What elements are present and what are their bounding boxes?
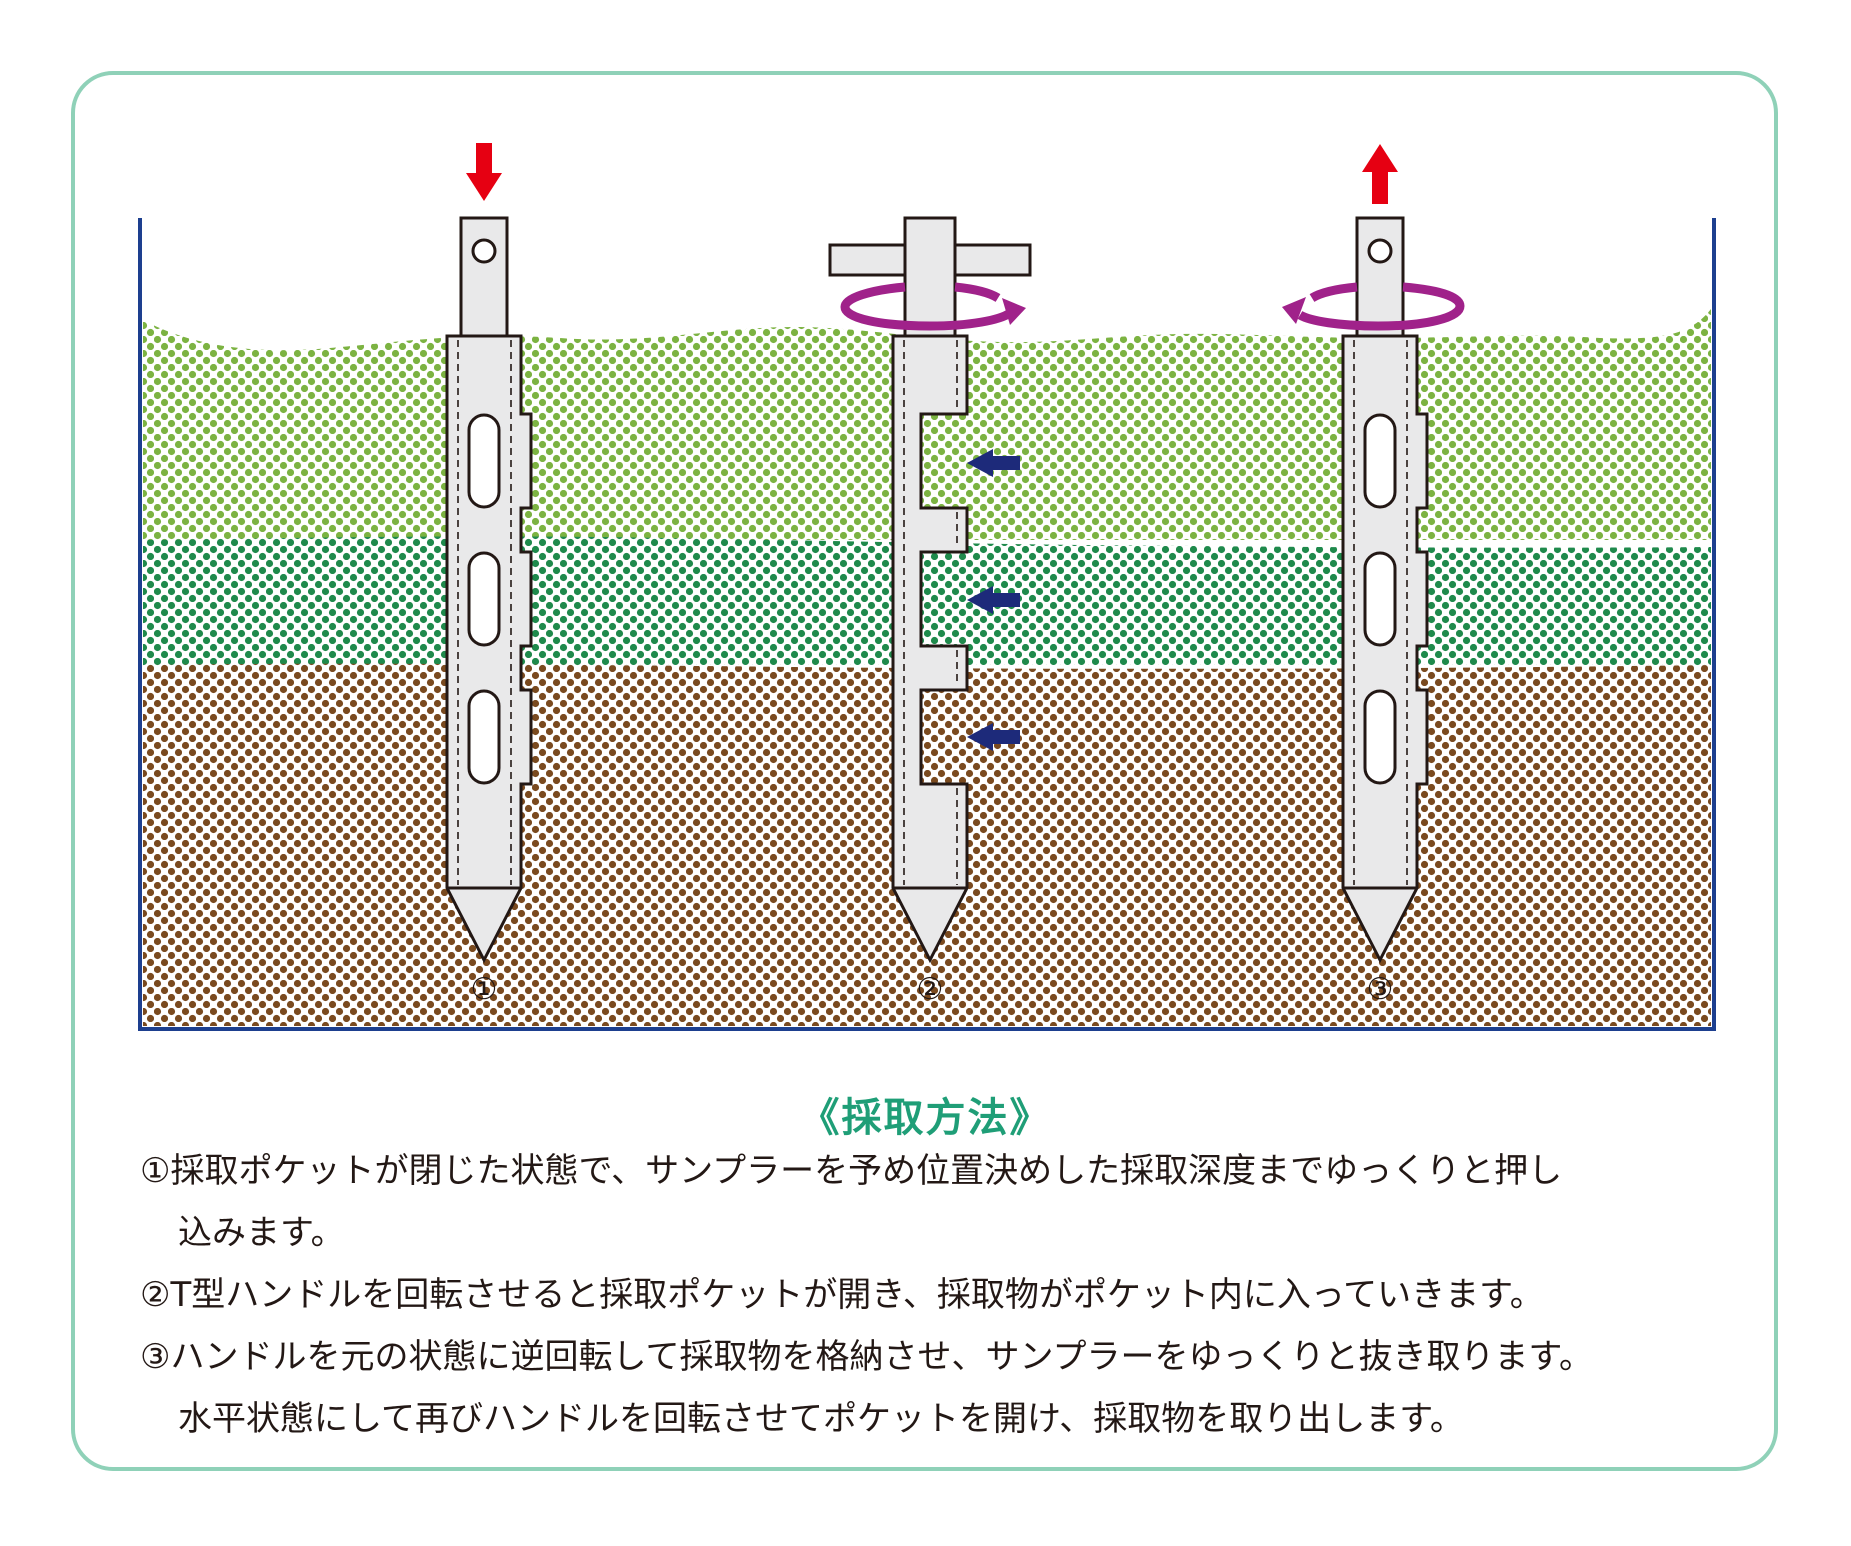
method-step-1: ①採取ポケットが閉じた状態で、サンプラーを予め位置決めした採取深度までゆっくりと…: [140, 1140, 1760, 1264]
sampler-2: [828, 216, 1032, 964]
sampler-3-label: ③: [1367, 972, 1394, 1007]
sampler-1-label: ①: [471, 972, 498, 1007]
left-arrow-icon: [967, 586, 1020, 614]
method-step-1-line2: 込みます。: [178, 1213, 345, 1253]
rotation-arrow-icon: [1282, 282, 1465, 331]
sampler-1-slot-3: [467, 689, 501, 785]
sampler-2-body: [891, 334, 969, 964]
sampler-3-slot-3: [1363, 689, 1397, 785]
sampler-3: [1341, 216, 1429, 964]
left-arrow-icon: [967, 723, 1020, 751]
method-title: 《採取方法》: [799, 1095, 1052, 1141]
method-step-3-line1: ③ハンドルを元の状態に逆回転して採取物を格納させ、サンプラーをゆっくりと抜き取り…: [140, 1337, 1594, 1377]
left-arrow-icon: [967, 449, 1020, 477]
rotation-arrow-icon: [840, 282, 1026, 331]
sampler-3-shaft: [1355, 216, 1405, 338]
sampler-1-shaft: [459, 216, 509, 338]
method-step-1-line1: ①採取ポケットが閉じた状態で、サンプラーを予め位置決めした採取深度までゆっくりと…: [140, 1151, 1563, 1191]
down-arrow-icon: [466, 143, 502, 201]
method-steps: ①採取ポケットが閉じた状態で、サンプラーを予め位置決めした採取深度までゆっくりと…: [140, 1140, 1760, 1450]
method-step-2: ②T型ハンドルを回転させると採取ポケットが開き、採取物がポケット内に入っていきま…: [140, 1264, 1760, 1326]
container-outline: [138, 218, 1716, 1031]
sampler-1: [445, 216, 533, 964]
sampler-3-slot-1: [1363, 413, 1397, 509]
method-step-3: ③ハンドルを元の状態に逆回転して採取物を格納させ、サンプラーをゆっくりと抜き取り…: [140, 1326, 1760, 1450]
sampler-2-label: ②: [917, 972, 944, 1007]
sampler-1-slot-1: [467, 413, 501, 509]
method-step-2-line1: ②T型ハンドルを回転させると採取ポケットが開き、採取物がポケット内に入っていきま…: [140, 1275, 1544, 1315]
sampler-3-slot-2: [1363, 551, 1397, 647]
soil-layer-top: [143, 309, 1711, 540]
sampler-1-slot-2: [467, 551, 501, 647]
intake-arrows: [967, 449, 1020, 751]
method-step-3-line2: 水平状態にして再びハンドルを回転させてポケットを開け、採取物を取り出します。: [178, 1399, 1464, 1439]
up-arrow-icon: [1362, 144, 1398, 204]
sampler-2-shaft: [903, 216, 957, 338]
sampler-1-hole: [471, 238, 497, 264]
soil-layer-middle: [143, 536, 1711, 665]
sampler-3-hole: [1367, 238, 1393, 264]
